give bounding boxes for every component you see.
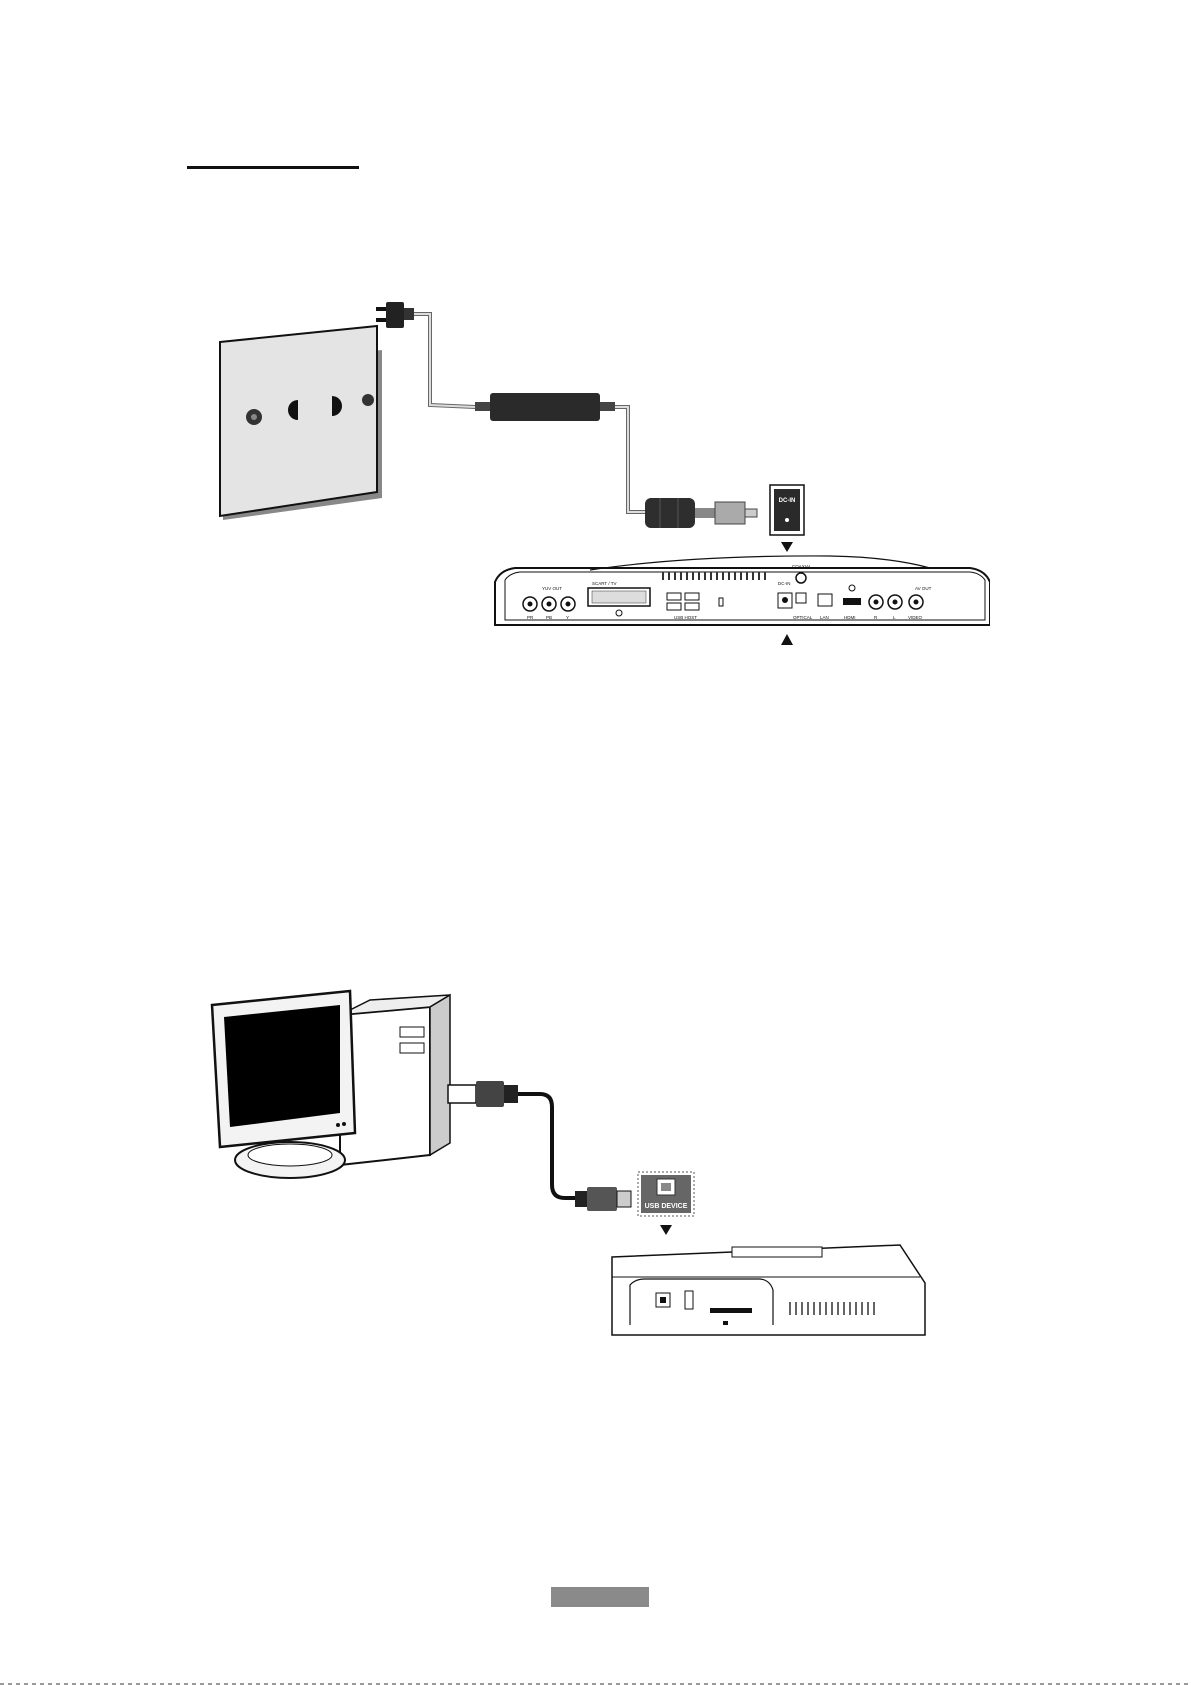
label-video: VIDEO [908, 615, 923, 620]
dc-in-callout-label: DC-IN [779, 498, 796, 504]
label-hdmi: HDMI [844, 615, 856, 620]
label-usb-host: USB HOST [674, 615, 697, 620]
down-arrow-icon [660, 1225, 672, 1235]
label-yuv-out: YUV OUT [542, 586, 562, 591]
usb-device-label: USB DEVICE [645, 1203, 688, 1210]
computer-icon [212, 991, 450, 1178]
wall-outlet-icon [220, 326, 382, 520]
power-plug-icon [376, 302, 414, 328]
heading-underline [187, 166, 359, 169]
usb-cable [518, 1094, 575, 1198]
label-av-out: AV OUT [915, 586, 932, 591]
media-player-rear-panel: YUV OUT PR PB Y SCART / TV USB HOST DC-I… [495, 556, 990, 625]
dc-cable [615, 407, 645, 512]
power-connection-diagram: DC-IN YUV OUT PR PB Y SCART / TV [190, 280, 990, 660]
dc-plug-icon [645, 498, 757, 528]
page-number-bar [551, 1587, 649, 1607]
label-lan: LAN [820, 615, 829, 620]
power-cable [414, 314, 475, 407]
media-player-side-panel [612, 1245, 925, 1335]
label-optical: OPTICAL [793, 615, 813, 620]
power-adapter-icon [475, 393, 615, 421]
down-arrow-icon [781, 542, 793, 552]
usb-connection-diagram: USB DEVICE [190, 955, 970, 1345]
usb-a-plug-icon [448, 1081, 518, 1107]
label-pb: PB [546, 615, 552, 620]
usb-b-plug-icon [575, 1187, 631, 1211]
dc-in-callout: DC-IN [770, 485, 804, 535]
label-dc-in: DC-IN [778, 581, 791, 586]
label-scart: SCART / TV [592, 581, 617, 586]
label-pr: PR [527, 615, 534, 620]
label-coaxial: COAXIAL [792, 564, 812, 569]
label-y: Y [566, 615, 569, 620]
up-arrow-icon [781, 634, 793, 645]
usb-device-callout: USB DEVICE [638, 1172, 694, 1216]
